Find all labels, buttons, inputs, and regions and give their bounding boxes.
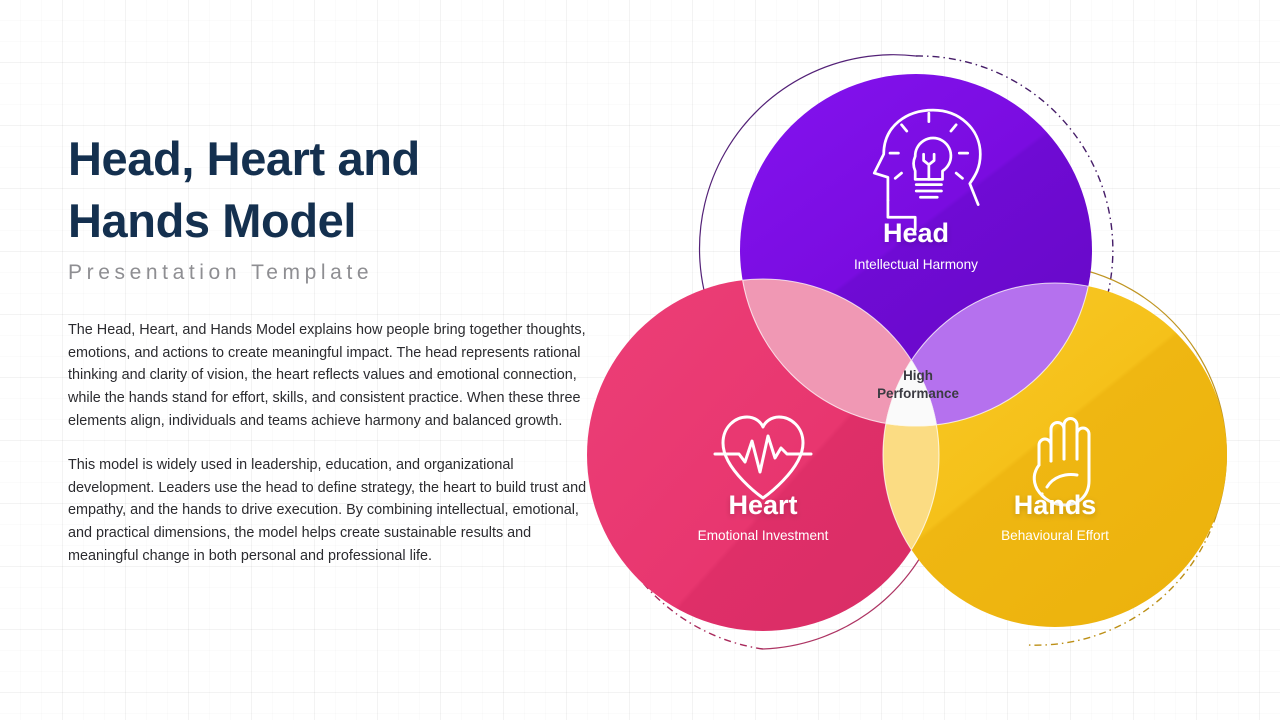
head-lightbulb-icon [872,108,982,232]
page-title-line-2: Hands Model [68,194,357,248]
head-label: Head [883,218,949,248]
page-subtitle: Presentation Template [68,261,374,285]
heart-sublabel: Emotional Investment [698,528,829,543]
text-column: Head, Heart and Hands Model Presentation… [68,128,598,567]
venn-intersection-head-heart[interactable] [587,279,939,631]
head-sublabel: Intellectual Harmony [854,257,978,272]
hands-label: Hands [1014,490,1097,520]
center-label-line-1: High [903,368,933,383]
venn-diagram: Head Intellectual Harmony Heart Emotiona… [587,36,1256,684]
heart-label: Heart [728,490,797,520]
center-label-line-2: Performance [877,386,959,401]
venn-intersection-head-hands[interactable] [883,283,1227,627]
heart-pulse-icon [713,415,813,500]
body-paragraph-2: This model is widely used in leadership,… [68,457,587,564]
body-paragraph-1: The Head, Heart, and Hands Model explain… [68,322,586,429]
hands-sublabel: Behavioural Effort [1001,528,1109,543]
page-title: Head, Heart and Hands Model [68,128,598,252]
open-hand-icon [1032,417,1091,507]
page-title-line-1: Head, Heart and [68,132,420,185]
